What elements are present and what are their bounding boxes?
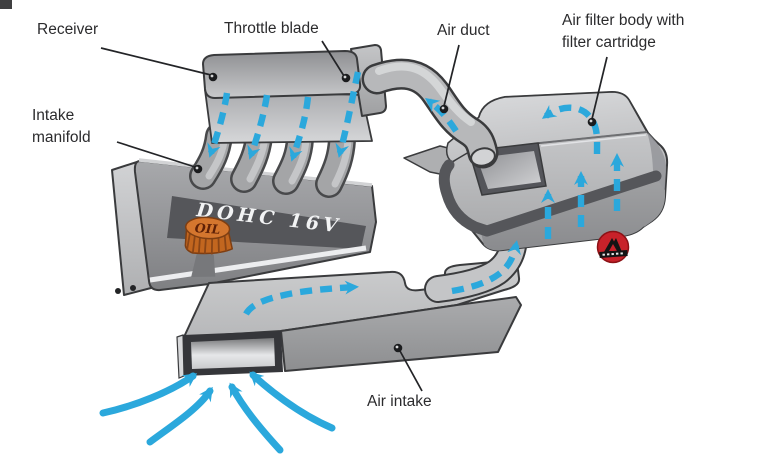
intake-mouth-opening (191, 338, 275, 369)
corner-artifact (0, 0, 12, 9)
pointer-dot-air-duct (439, 104, 449, 114)
flow-arrow-filter-inlet (451, 240, 521, 295)
engine-foot (130, 285, 136, 291)
flow-arrow-filter-lid (541, 104, 601, 155)
flow-arrow-air-duct (425, 97, 459, 133)
air-filter-body (438, 91, 669, 252)
pointer-dot-air-filter (587, 117, 597, 127)
receiver-assembly (202, 44, 387, 144)
label-air-filter: Air filter body with filter cartridge (562, 12, 685, 51)
pointer-line-air-duct (443, 44, 460, 107)
air-duct-tube (361, 58, 499, 169)
air-duct-flange (470, 147, 496, 167)
filter-seam-band (438, 159, 662, 237)
flow-arrow-throttle (335, 71, 362, 158)
label-throttle-blade: Throttle blade (224, 20, 319, 37)
pointer-line-air-intake (399, 350, 423, 392)
intake-air-arrow-2 (146, 386, 214, 446)
oil-cap-label: OIL (194, 220, 221, 237)
label-receiver: Receiver (37, 21, 99, 38)
pointer-line-receiver (100, 47, 212, 76)
pointer-line-intake-manifold (116, 141, 196, 168)
intake-duct-front-face (280, 296, 522, 372)
oil-cap-shadow (191, 253, 216, 277)
flow-arrows (99, 71, 624, 454)
engine-foot (115, 288, 121, 294)
pointer-line-air-filter (591, 56, 608, 120)
intake-mouth-lip (176, 334, 185, 379)
brand-watermark-logo (596, 230, 630, 264)
callout-dots (193, 72, 597, 353)
oil-cap-top (184, 216, 231, 240)
engine-bottom-highlight (149, 245, 367, 283)
flow-arrow-runner-2 (247, 94, 271, 160)
pointer-dot-intake-manifold (193, 164, 203, 174)
pointer-dot-air-intake (393, 343, 403, 353)
receiver-box (202, 50, 362, 99)
flow-arrow-runner-1 (207, 92, 231, 158)
air-intake-duct (176, 259, 522, 379)
pointer-dot-throttle-blade (341, 73, 351, 83)
intake-air-arrow-1 (99, 372, 198, 417)
intake-air-arrow-3 (228, 382, 284, 454)
pointer-dot-receiver (208, 72, 218, 82)
label-intake-manifold: Intake manifold (32, 107, 91, 146)
callout-pointers (100, 40, 608, 392)
intake-air-arrow-4 (249, 371, 336, 432)
filter-lid-edge (539, 131, 648, 144)
label-air-duct: Air duct (437, 22, 490, 39)
oil-cap: OIL (184, 216, 234, 277)
flow-arrow-runner-3 (289, 96, 312, 162)
label-air-intake: Air intake (367, 393, 432, 410)
pointer-line-throttle-blade (321, 40, 345, 77)
engine-block: DOHC 16V OIL (111, 158, 377, 296)
